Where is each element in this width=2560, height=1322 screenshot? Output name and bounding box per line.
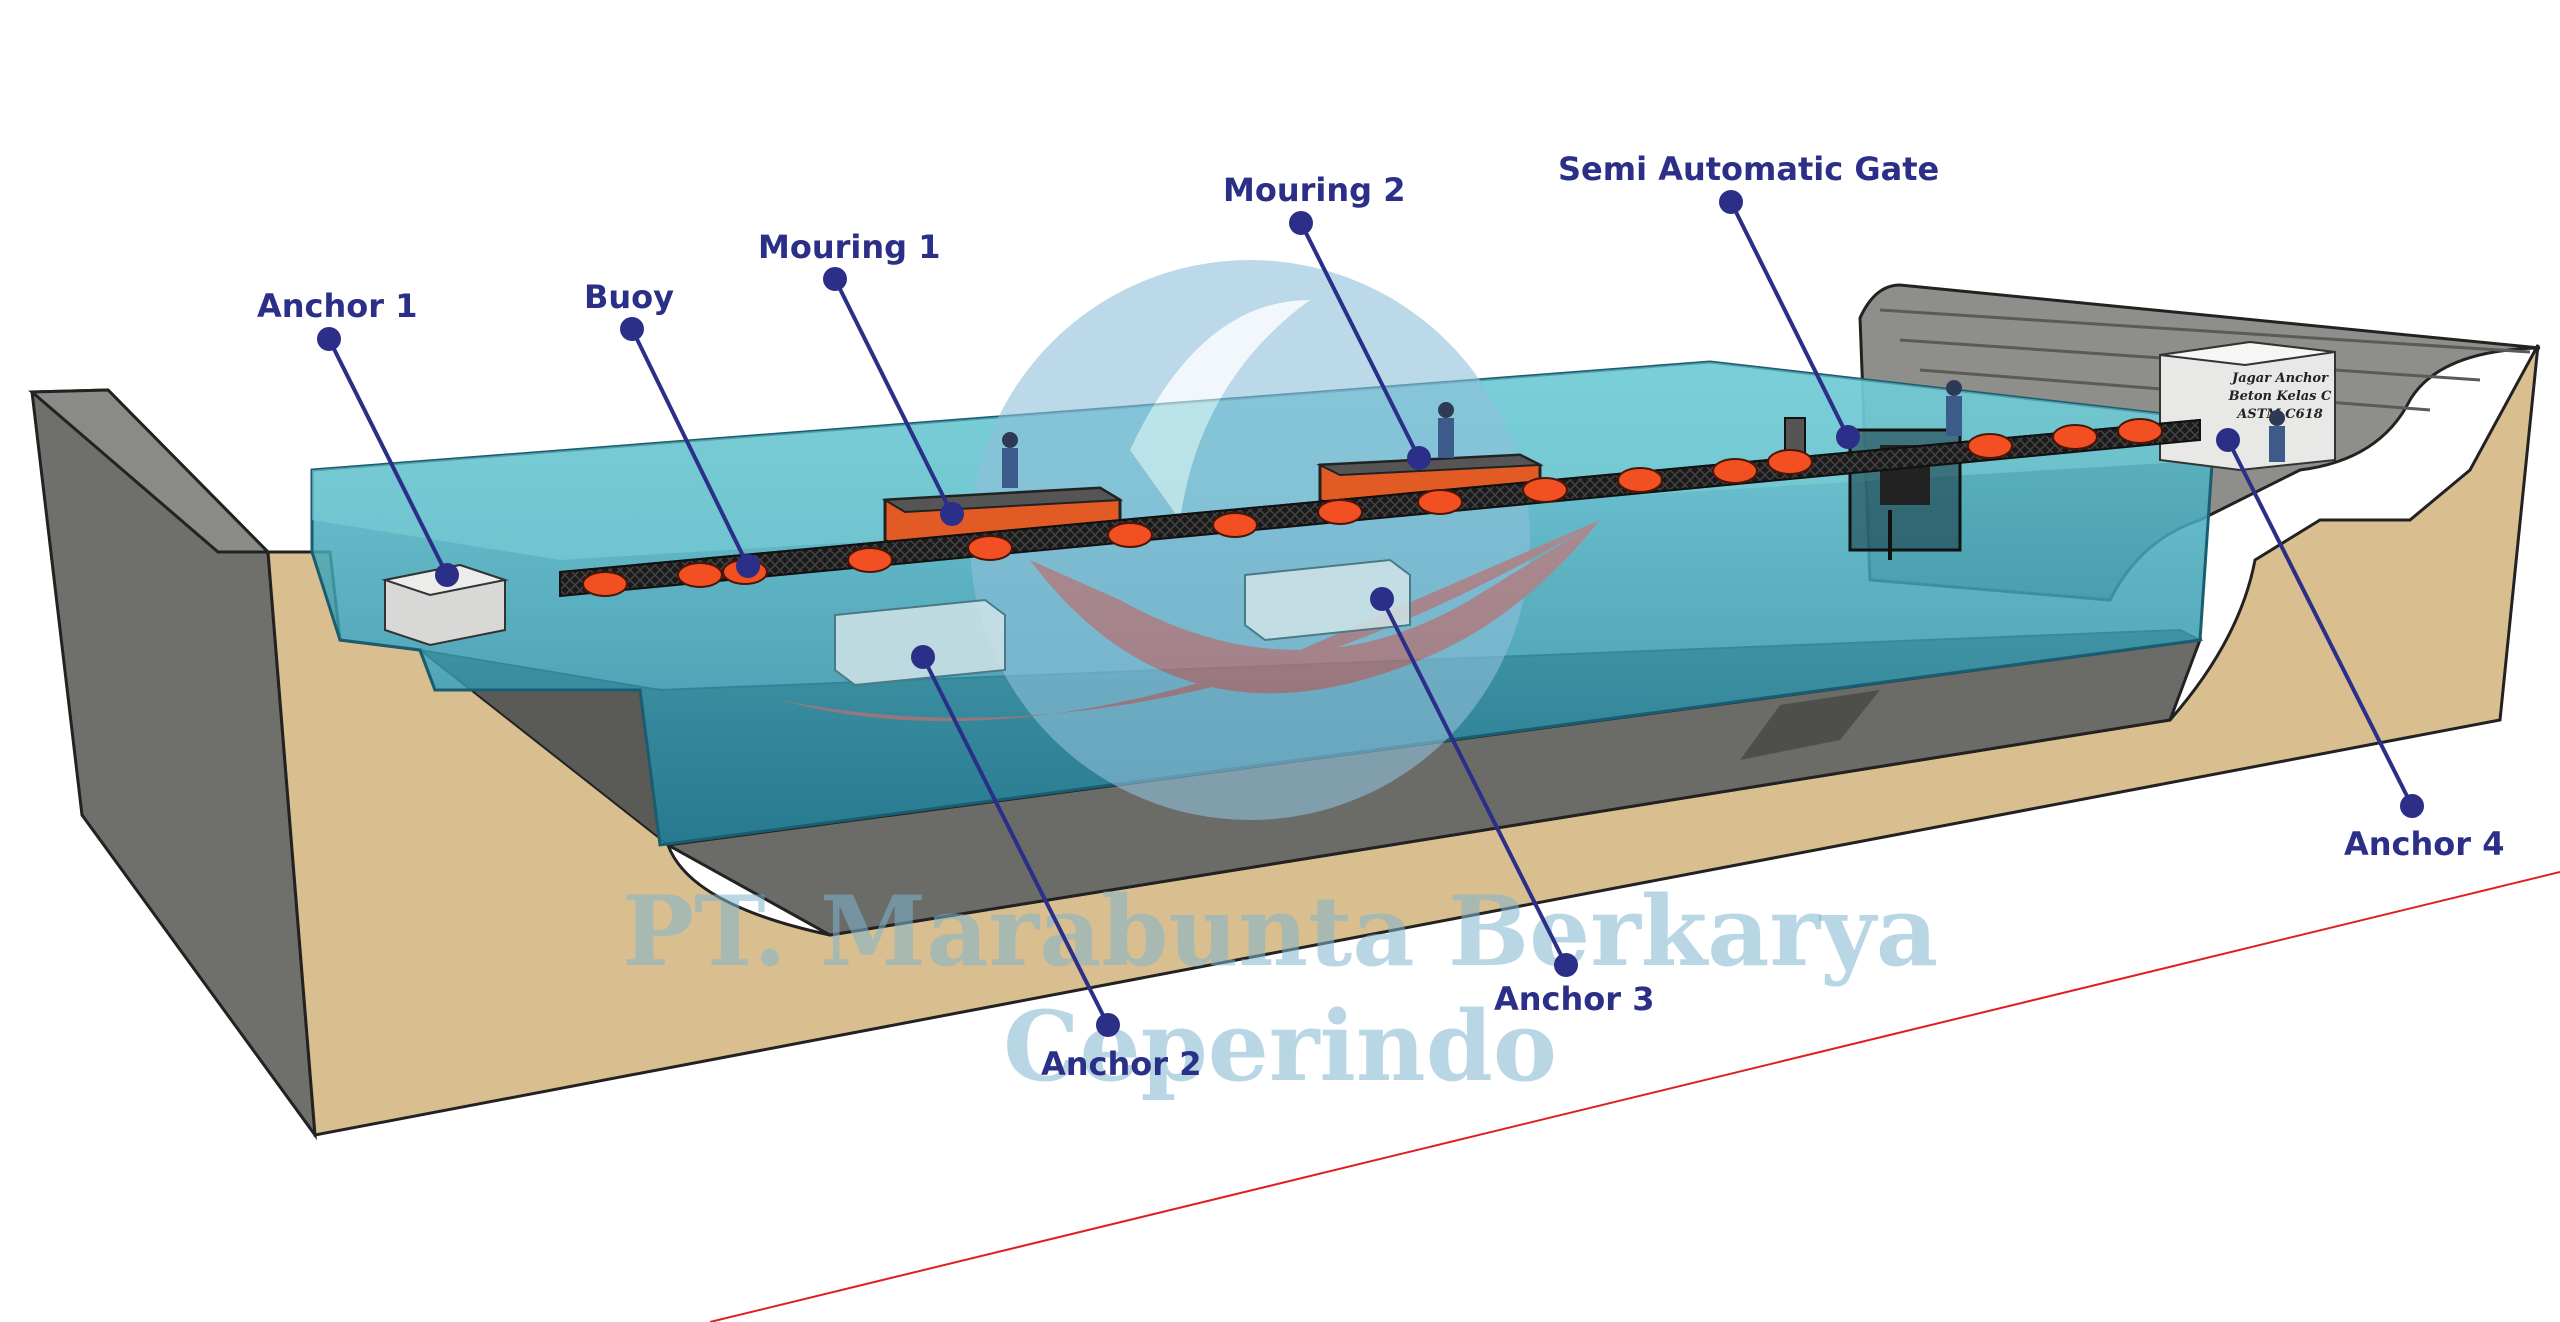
anchor-block-3 — [1244, 558, 1411, 642]
guide-line — [709, 871, 2560, 1322]
anchor-block-2 — [834, 598, 1006, 687]
label-semi-automatic-gate: Semi Automatic Gate — [1558, 150, 1939, 188]
label-anchor-4: Anchor 4 — [2344, 825, 2504, 863]
label-anchor-1: Anchor 1 — [257, 287, 417, 325]
callouts — [317, 190, 2424, 1037]
watermark-line-1: PT. Marabunta Berkarya — [622, 875, 1938, 988]
label-anchor-2: Anchor 2 — [1041, 1045, 1201, 1083]
label-anchor-3: Anchor 3 — [1494, 980, 1654, 1018]
anchor-box-line-1: Jagar Anchor — [2229, 371, 2329, 386]
label-mouring-2: Mouring 2 — [1223, 171, 1405, 209]
boom-floats — [582, 418, 2163, 597]
anchor-box-line-2: Beton Kelas C — [2228, 389, 2332, 404]
label-mouring-1: Mouring 1 — [758, 228, 940, 266]
worker-figures — [1002, 380, 2285, 488]
anchor-block-4: Jagar Anchor Beton Kelas C ASTM C618 — [2159, 340, 2336, 472]
watermark-line-2: Ceperindo — [1003, 990, 1557, 1103]
label-buoy: Buoy — [584, 278, 674, 316]
